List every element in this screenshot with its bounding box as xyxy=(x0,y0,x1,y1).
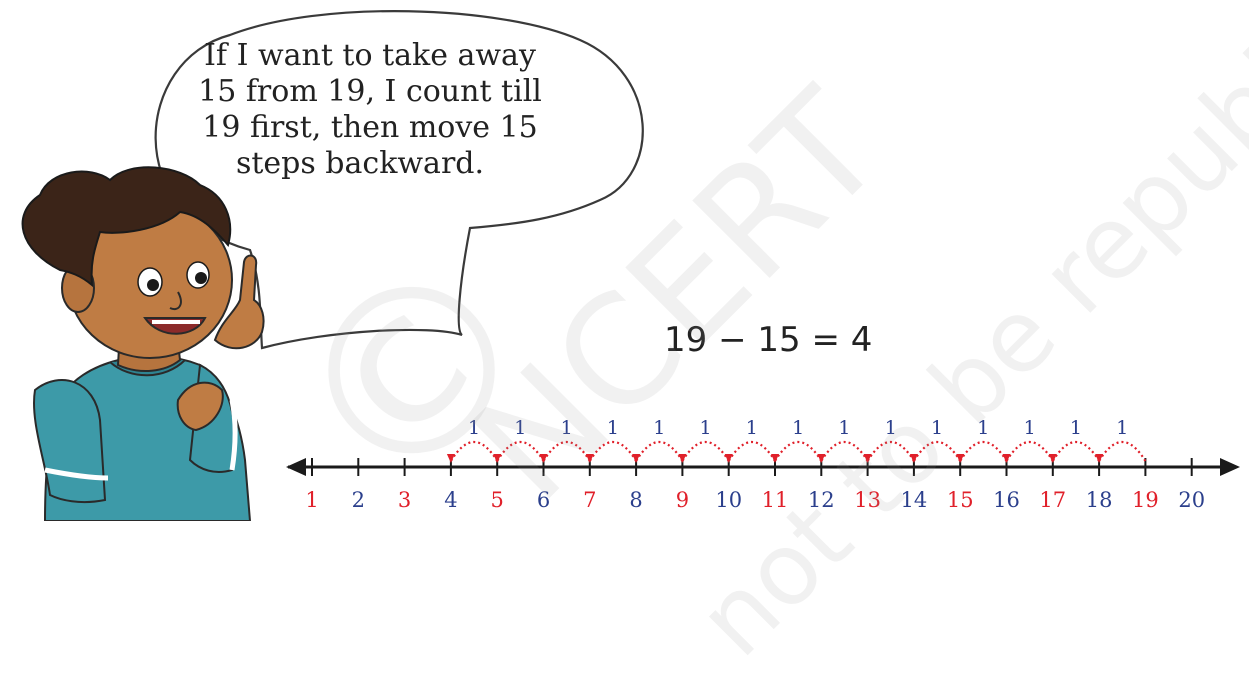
jump-arc-10 xyxy=(682,442,728,461)
tick-label-15: 15 xyxy=(947,488,974,512)
jump-arc-9 xyxy=(636,442,682,461)
boy-illustration xyxy=(23,167,264,521)
jump-arc-13 xyxy=(821,442,867,461)
jump-label-17: 1 xyxy=(1024,417,1036,439)
jump-label-18: 1 xyxy=(1070,417,1082,439)
subtraction-equation: 19 − 15 = 4 xyxy=(664,320,872,360)
tick-label-14: 14 xyxy=(901,488,928,512)
jump-arc-14 xyxy=(868,442,914,461)
number-line-right-arrow xyxy=(1220,458,1240,476)
jump-arc-19 xyxy=(1099,442,1145,461)
jump-label-13: 1 xyxy=(838,417,850,439)
tick-label-6: 6 xyxy=(537,488,550,512)
speech-line-4: steps backward. xyxy=(150,146,570,182)
jump-arrowhead-5 xyxy=(447,454,455,463)
tick-label-20: 20 xyxy=(1178,488,1205,512)
jump-label-6: 1 xyxy=(514,417,526,439)
tick-label-2: 2 xyxy=(352,488,365,512)
jump-label-8: 1 xyxy=(607,417,619,439)
tick-label-5: 5 xyxy=(491,488,504,512)
jump-label-7: 1 xyxy=(561,417,573,439)
jump-arc-17 xyxy=(1007,442,1053,461)
jump-arc-16 xyxy=(960,442,1006,461)
jump-arc-7 xyxy=(544,442,590,461)
tick-label-18: 18 xyxy=(1086,488,1113,512)
tick-label-11: 11 xyxy=(762,488,789,512)
tick-label-17: 17 xyxy=(1039,488,1066,512)
number-line-left-arrow xyxy=(286,458,306,476)
jump-arc-18 xyxy=(1053,442,1099,461)
tick-label-3: 3 xyxy=(398,488,411,512)
jump-label-15: 1 xyxy=(931,417,943,439)
speech-line-1: If I want to take away xyxy=(160,38,580,74)
jump-arc-5 xyxy=(451,442,497,461)
jump-label-19: 1 xyxy=(1116,417,1128,439)
jump-label-16: 1 xyxy=(977,417,989,439)
jump-label-10: 1 xyxy=(700,417,712,439)
tick-label-7: 7 xyxy=(583,488,596,512)
tick-label-9: 9 xyxy=(676,488,689,512)
jump-label-12: 1 xyxy=(792,417,804,439)
tick-label-1: 1 xyxy=(305,488,318,512)
tick-label-13: 13 xyxy=(854,488,881,512)
jump-arc-12 xyxy=(775,442,821,461)
tick-label-16: 16 xyxy=(993,488,1020,512)
tick-label-12: 12 xyxy=(808,488,835,512)
jump-arc-11 xyxy=(729,442,775,461)
speech-line-3: 19 first, then move 15 xyxy=(160,110,580,146)
jump-label-14: 1 xyxy=(885,417,897,439)
tick-label-8: 8 xyxy=(629,488,642,512)
jump-arc-8 xyxy=(590,442,636,461)
jump-label-5: 1 xyxy=(468,417,480,439)
tick-label-10: 10 xyxy=(715,488,742,512)
speech-line-2: 15 from 19, I count till xyxy=(160,74,580,110)
jump-label-11: 1 xyxy=(746,417,758,439)
jump-arc-15 xyxy=(914,442,960,461)
tick-label-19: 19 xyxy=(1132,488,1159,512)
jump-label-9: 1 xyxy=(653,417,665,439)
jump-arc-6 xyxy=(497,442,543,461)
tick-label-4: 4 xyxy=(444,488,457,512)
